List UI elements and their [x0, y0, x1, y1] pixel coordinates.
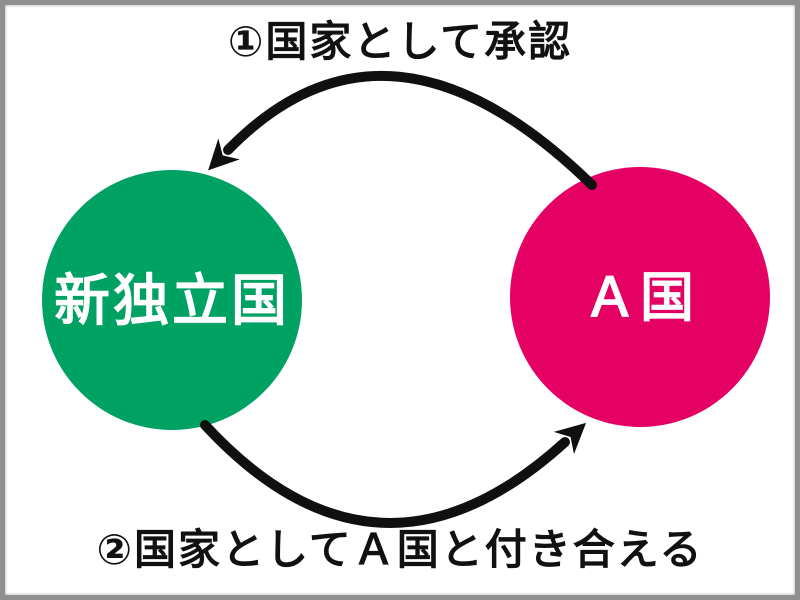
top-arrow-label: ①国家として承認 — [228, 17, 572, 66]
right-node-label: Ａ国 — [583, 266, 697, 329]
left-node-label: 新独立国 — [54, 269, 290, 334]
bottom-curved-arrow — [205, 425, 565, 523]
bottom-arrow-label: ②国家としてＡ国と付き合える — [96, 525, 703, 574]
top-curved-arrow — [228, 76, 592, 185]
